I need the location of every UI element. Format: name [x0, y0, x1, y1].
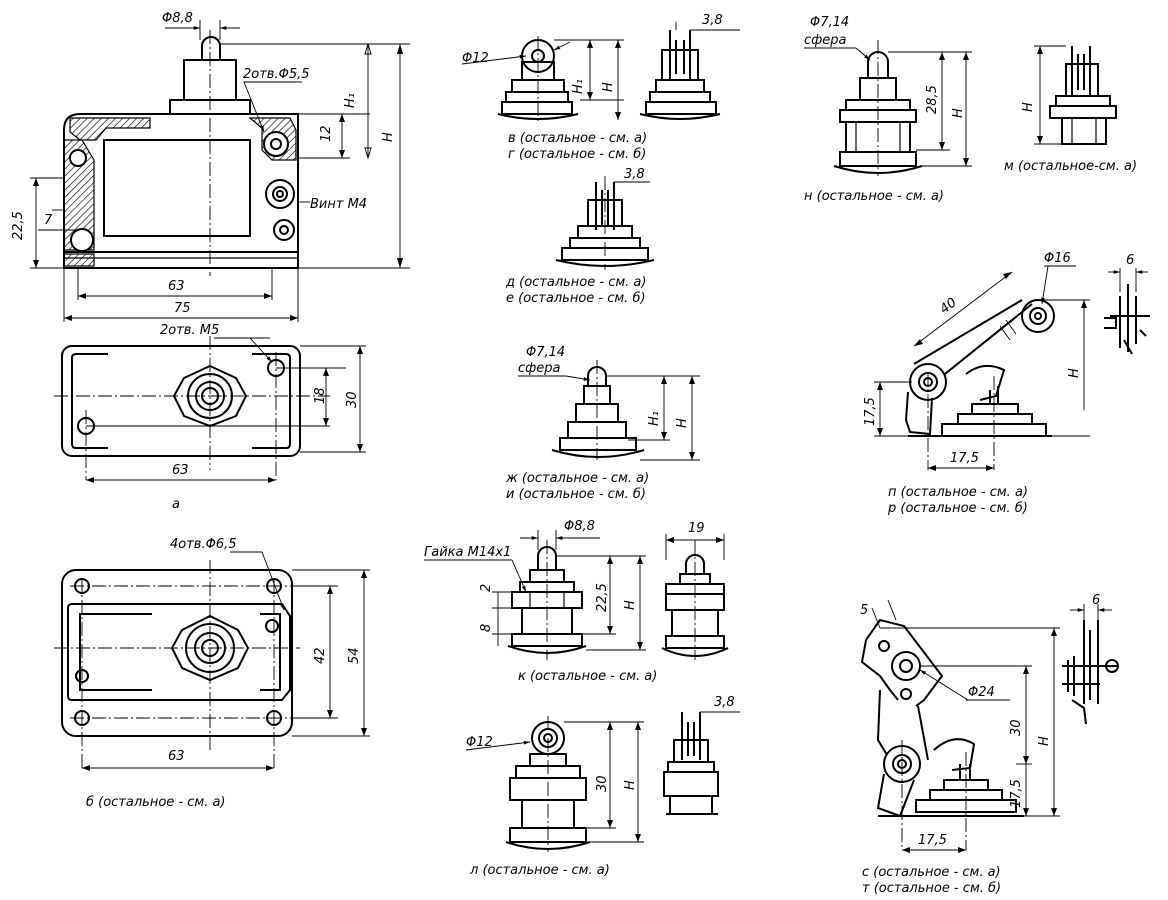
caption-m: м (остальное-см. а) [1004, 159, 1137, 174]
dim-s-175b: 17,5 [918, 833, 947, 848]
caption-i: и (остальное - см. б) [506, 487, 646, 502]
caption-v: в (остальное - см. а) [508, 131, 647, 146]
caption-d: д (остальное - см. а) [505, 275, 646, 290]
label-nut: Гайка M14x1 [424, 545, 511, 560]
caption-k: к (остальное - см. а) [518, 669, 657, 684]
caption-g: г (остальное - см. б) [508, 147, 646, 162]
view-l: Φ12 30 H 3,8 л (остальное - см. а) [465, 695, 740, 878]
dim-p-175a: 17,5 [863, 397, 878, 426]
dim-225: 22,5 [11, 211, 26, 240]
dim-l-12: Φ12 [466, 735, 493, 750]
dim-63-b: 63 [168, 749, 185, 764]
view-k: Гайка M14x1 Φ8,8 2 8 22,5 H [424, 519, 729, 684]
caption-p: п (остальное - см. а) [888, 485, 1028, 500]
label-holes-55: 2отв.Φ5,5 [243, 67, 310, 82]
caption-n: н (остальное - см. а) [804, 189, 944, 204]
dim-54: 54 [347, 647, 362, 664]
dim-l-h: H [623, 780, 638, 790]
dim-s-175a: 17,5 [1009, 779, 1024, 808]
dim-k-2: 2 [479, 584, 494, 592]
dim-12: 12 [319, 125, 334, 142]
caption-s: с (остальное - см. а) [862, 865, 1001, 880]
caption-l: л (остальное - см. а) [469, 863, 610, 878]
label-holes-65: 4отв.Φ6,5 [170, 537, 237, 552]
dim-l-30: 30 [595, 775, 610, 792]
dim-d-38: 3,8 [624, 167, 645, 182]
dim-zh-714: Φ7,14 [526, 345, 565, 360]
dim-s-5: 5 [860, 603, 868, 618]
caption-zh: ж (остальное - см. а) [505, 471, 649, 486]
dim-v-12: Φ12 [462, 51, 489, 66]
view-n: Φ7,14 сфера 28,5 H н (остальное - см. а)… [804, 15, 1137, 204]
caption-t: т (остальное - см. б) [862, 881, 1001, 896]
dim-k-8: 8 [479, 624, 494, 632]
dim-p-h: H [1067, 368, 1082, 378]
dim-63: 63 [168, 279, 185, 294]
dim-v-h: H [601, 82, 616, 92]
dim-s-30: 30 [1009, 719, 1024, 736]
dim-k-h: H [623, 600, 638, 610]
dim-s-6: 6 [1092, 593, 1100, 608]
view-zh: Φ7,14 сфера H₁ H ж (остальное - см. а) и… [505, 345, 700, 502]
view-b-plan: 4отв.Φ6,5 42 54 63 б (остальное - см. а) [54, 537, 370, 810]
dim-k-88: Φ8,8 [564, 519, 595, 534]
dim-p-6: 6 [1126, 253, 1134, 268]
dim-d88: Φ8,8 [162, 11, 193, 26]
caption-a: а [172, 497, 180, 512]
dim-s-h: H [1037, 736, 1052, 746]
label-n-sphere: сфера [804, 33, 847, 48]
caption-r: р (остальное - см. б) [887, 501, 1028, 516]
dim-v-38: 3,8 [702, 13, 723, 28]
view-d: 3,8 д (остальное - см. а) е (остальное -… [505, 167, 655, 306]
dim-n-714: Φ7,14 [810, 15, 849, 30]
dim-30: 30 [345, 391, 360, 408]
dim-zh-h1: H₁ [647, 411, 662, 426]
dim-zh-h: H [675, 418, 690, 428]
dim-h: H [381, 132, 396, 142]
view-v: Φ12 H₁ H 3,8 в (остальное - см. а) г (ос… [461, 13, 740, 162]
view-a-plan: 2отв. M5 18 30 63 а [54, 323, 366, 512]
dim-k-225: 22,5 [595, 583, 610, 612]
caption-b: б (остальное - см. а) [86, 795, 226, 810]
dim-75: 75 [174, 301, 191, 316]
label-zh-sphere: сфера [518, 361, 561, 376]
dim-k-19: 19 [688, 521, 705, 536]
caption-e: е (остальное - см. б) [506, 291, 646, 306]
dim-h1: H₁ [343, 93, 358, 108]
label-screw-m4: Винт M4 [310, 197, 367, 212]
dim-63b: 63 [172, 463, 189, 478]
dim-p-175b: 17,5 [950, 451, 979, 466]
view-s: 5 Φ24 30 17,5 H 17,5 6 с (остальное - см… [860, 593, 1119, 896]
dim-n-h: H [951, 108, 966, 118]
dim-p-16: Φ16 [1044, 251, 1071, 266]
label-holes-m5: 2отв. M5 [160, 323, 219, 338]
dim-n-285: 28,5 [925, 85, 940, 114]
dim-s-24: Φ24 [968, 685, 995, 700]
dim-m-h: H [1021, 102, 1036, 112]
view-a-front: Φ8,8 2отв.Φ5,5 H₁ H 12 Винт M4 22,5 7 [11, 11, 410, 322]
dim-42: 42 [313, 647, 328, 664]
view-p: Φ16 40 H 17,5 17,5 6 п (остальное - см. … [863, 251, 1150, 516]
dim-18: 18 [313, 387, 328, 404]
dim-v-h1: H₁ [571, 79, 586, 94]
dim-l-38: 3,8 [714, 695, 735, 710]
dim-7: 7 [44, 213, 53, 228]
